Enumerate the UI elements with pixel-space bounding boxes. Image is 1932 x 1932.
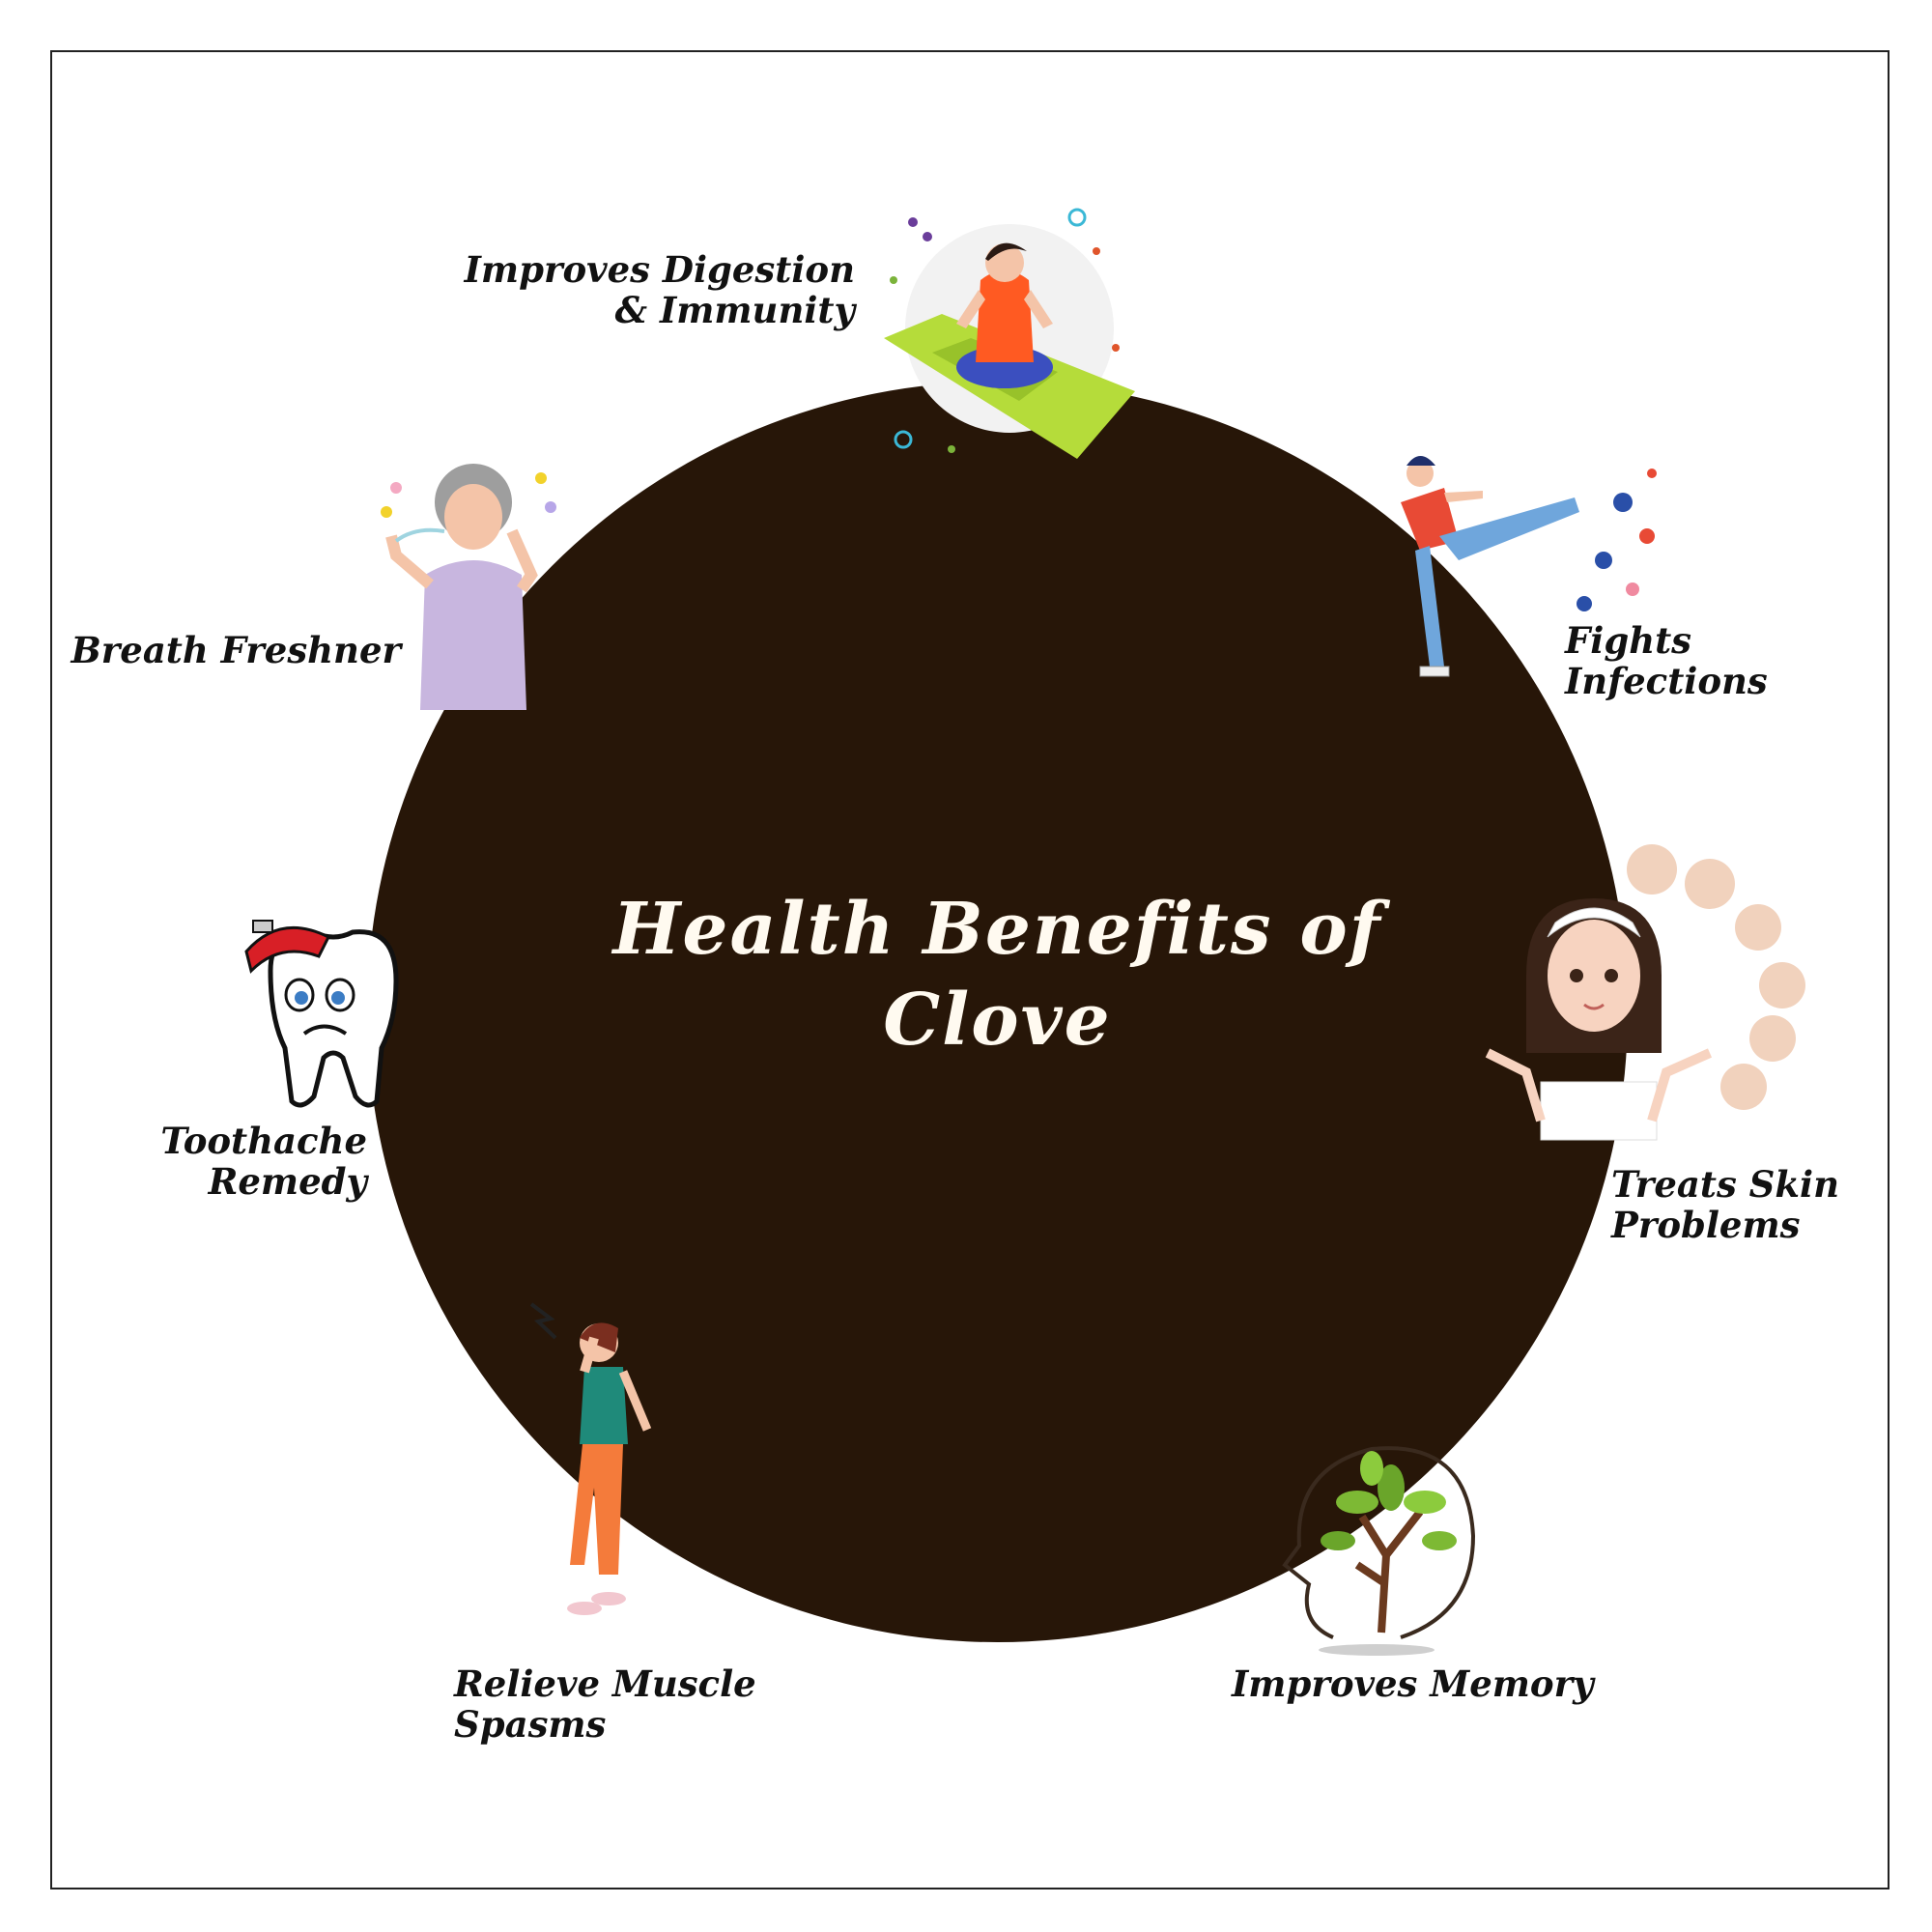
label-toothache-remedy: Toothache Remedy: [160, 1120, 367, 1203]
kicking-germs-icon: [1401, 456, 1657, 677]
brain-tree-icon: [1282, 1446, 1476, 1656]
title-line-2: Clove: [883, 979, 1112, 1062]
label-improves-memory: Improves Memory: [1232, 1662, 1594, 1705]
fresh-breath-woman-icon: [381, 464, 556, 710]
diagram-title: Health Benefits of Clove: [367, 884, 1628, 1065]
label-breath-freshner: Breath Freshner: [71, 629, 401, 671]
meditating-woman-icon: [884, 208, 1135, 459]
diagram-frame: [50, 50, 1889, 1889]
neck-pain-woman-icon: [529, 1302, 652, 1615]
label-digestion-immunity: Improves Digestion & Immunity: [464, 248, 855, 331]
label-treats-skin: Treats Skin Problems: [1611, 1163, 1839, 1246]
sick-tooth-icon: [244, 920, 399, 1108]
label-relieve-muscle-spasms: Relieve Muscle Spasms: [454, 1662, 756, 1746]
title-line-1: Health Benefits of: [612, 888, 1382, 971]
label-fights-infections: Fights Infections: [1565, 619, 1768, 702]
center-circle: [367, 382, 1628, 1642]
skin-care-woman-icon: [1485, 844, 1805, 1141]
